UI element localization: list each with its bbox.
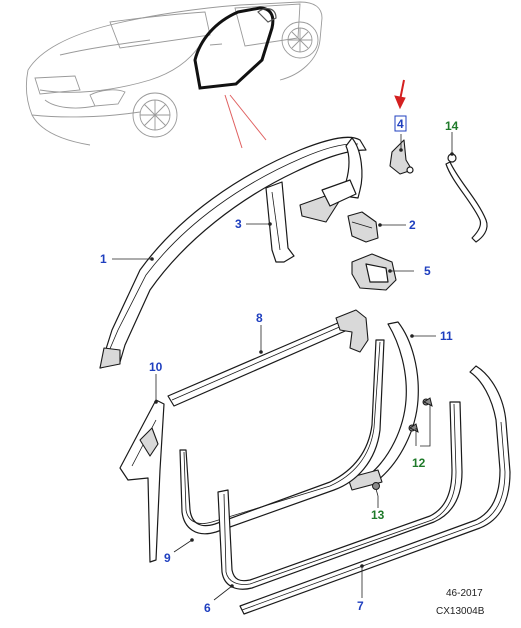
callout-7: 7 <box>357 599 364 613</box>
part-3-pillar-trim <box>265 181 295 263</box>
callout-labels: 1 2 3 4 5 6 7 8 9 10 11 12 13 14 <box>100 115 459 615</box>
callout-8: 8 <box>256 311 263 325</box>
illustration-code: CX13004B <box>436 606 485 617</box>
car-illustration <box>25 1 323 149</box>
part-8-door-top-seal <box>167 309 369 407</box>
part-10-window-channel <box>119 399 165 563</box>
part-4-bracket <box>389 139 414 175</box>
callout-14: 14 <box>445 119 459 133</box>
callout-9: 9 <box>164 551 171 565</box>
callout-2: 2 <box>409 218 416 232</box>
part-5-corner-block <box>351 253 397 291</box>
part-2-retainer <box>347 211 379 243</box>
part-11-pillar-seal <box>347 321 430 491</box>
fastener-12-clips <box>409 397 433 433</box>
callout-5: 5 <box>424 264 431 278</box>
callout-10: 10 <box>149 360 163 374</box>
part-7-body-seal <box>239 365 511 615</box>
callout-3: 3 <box>235 217 242 231</box>
part-14-drain-tube <box>445 153 488 243</box>
callout-11: 11 <box>440 329 453 343</box>
callout-1: 1 <box>100 252 107 266</box>
part-1-roof-seal <box>99 136 367 369</box>
callout-4: 4 <box>397 117 404 131</box>
section-code: 46-2017 <box>446 588 483 599</box>
callout-12: 12 <box>412 456 426 470</box>
red-arrow-icon <box>394 79 406 110</box>
part-9-door-inner-seal <box>179 339 385 535</box>
callout-6: 6 <box>204 601 211 615</box>
fastener-13-clip <box>372 482 380 497</box>
leader-lines <box>112 132 454 601</box>
callout-4-box <box>394 115 407 132</box>
part-6-door-outer-seal <box>217 401 463 590</box>
callout-13: 13 <box>371 508 385 522</box>
